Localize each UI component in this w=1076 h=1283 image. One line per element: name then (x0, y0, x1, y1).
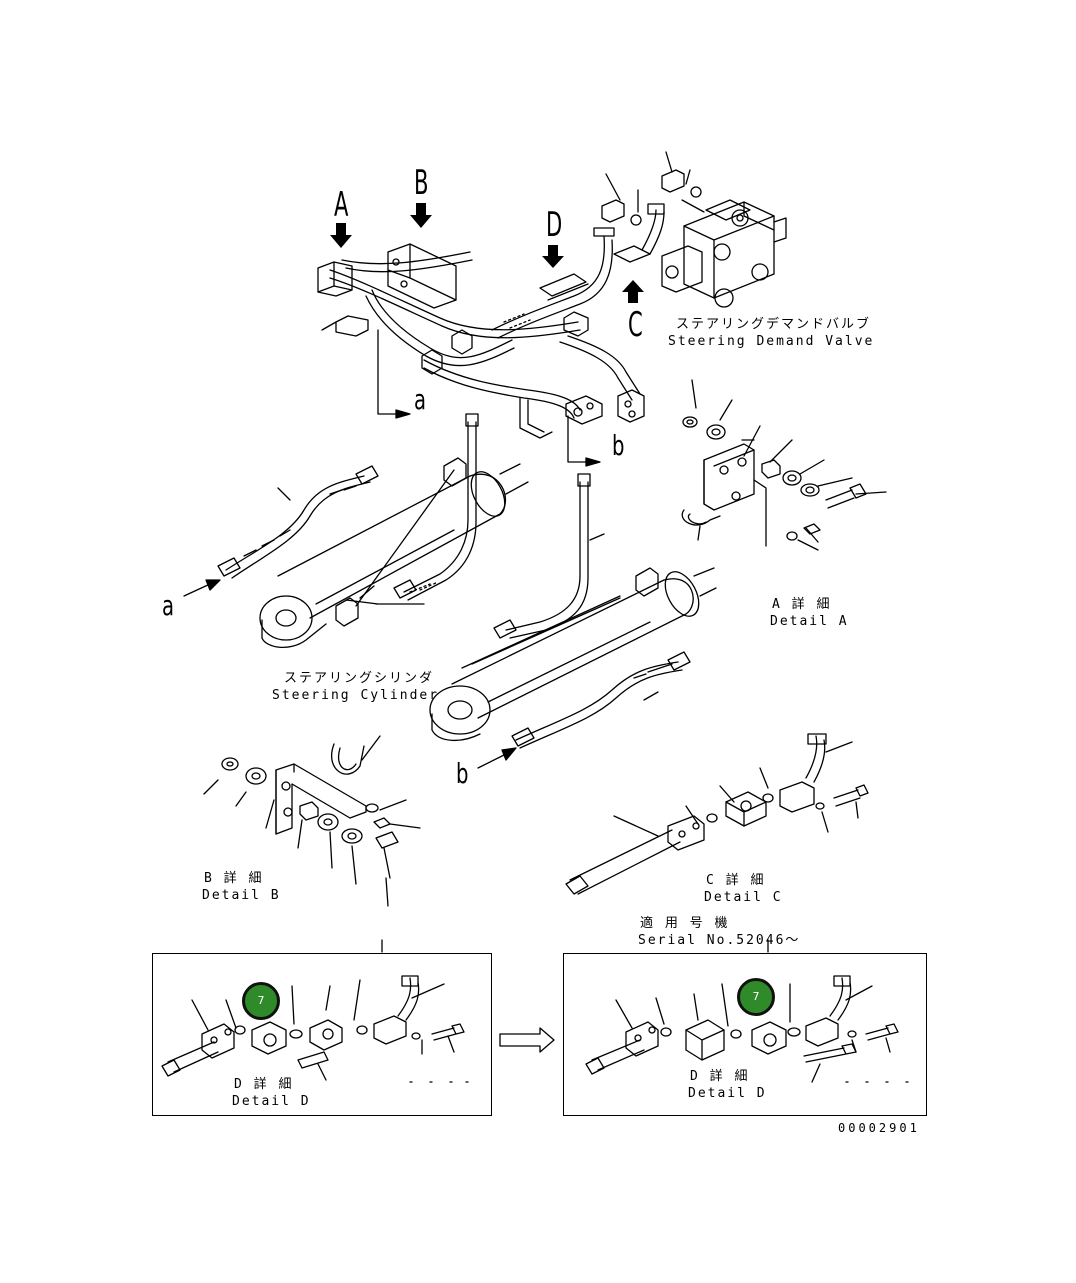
view-label-d: D (546, 205, 563, 245)
callout-badge-left[interactable]: 7 (242, 982, 280, 1020)
leader-lines (184, 330, 600, 768)
steering-demand-valve (602, 152, 786, 307)
detail-a-caption-jp: A 詳 細 (772, 597, 832, 612)
right-steering-cylinder (430, 474, 716, 748)
drawing-number: 00002901 (838, 1121, 920, 1135)
view-label-c: C (628, 305, 643, 345)
detail-d-left-parts (162, 976, 468, 1082)
valve-name-en: Steering Demand Valve (668, 334, 875, 349)
detail-d-left-caption-jp: D 詳 細 (234, 1077, 294, 1092)
detail-d-left-caption-en: Detail D (232, 1094, 311, 1109)
detail-c-caption-jp: C 詳 細 (706, 873, 766, 888)
detail-a-caption-en: Detail A (770, 614, 849, 629)
view-label-a: A (334, 185, 349, 225)
left-steering-cylinder (218, 414, 528, 647)
detail-c-parts (566, 734, 868, 894)
panel-ticks (382, 940, 768, 952)
detail-a-parts (682, 380, 886, 550)
cylinder-name-jp: ステアリングシリンダ (284, 671, 435, 686)
detail-b-caption-jp: B 詳 細 (204, 871, 264, 886)
view-arrow-b (410, 203, 432, 228)
view-arrow-c (622, 280, 644, 303)
hose-label-a: a (162, 589, 175, 622)
view-label-b: B (414, 163, 429, 203)
top-piping (318, 204, 664, 438)
detail-b-parts (204, 736, 420, 906)
serial-note-jp: 適 用 号 機 (640, 916, 730, 931)
detail-b-caption-en: Detail B (202, 888, 281, 903)
view-arrow-a (330, 223, 352, 248)
valve-name-jp: ステアリングデマンドバルブ (676, 317, 872, 332)
serial-note-en: Serial No.52046～ (638, 933, 801, 948)
detail-d-panel-left (152, 953, 492, 1116)
pipe-label-a: a (414, 383, 427, 416)
detail-d-right-caption-jp: D 詳 細 (690, 1069, 750, 1084)
revision-arrow (500, 1028, 554, 1052)
cylinder-name-en: Steering Cylinder (272, 688, 440, 703)
view-arrow-d (542, 245, 564, 268)
detail-d-right-caption-en: Detail D (688, 1086, 767, 1101)
detail-c-caption-en: Detail C (704, 890, 783, 905)
pipe-label-b: b (612, 429, 625, 462)
detail-d-right-parts (586, 976, 908, 1082)
detail-d-panel-right (563, 953, 927, 1116)
hose-label-b: b (456, 757, 469, 790)
callout-badge-right[interactable]: 7 (737, 978, 775, 1016)
